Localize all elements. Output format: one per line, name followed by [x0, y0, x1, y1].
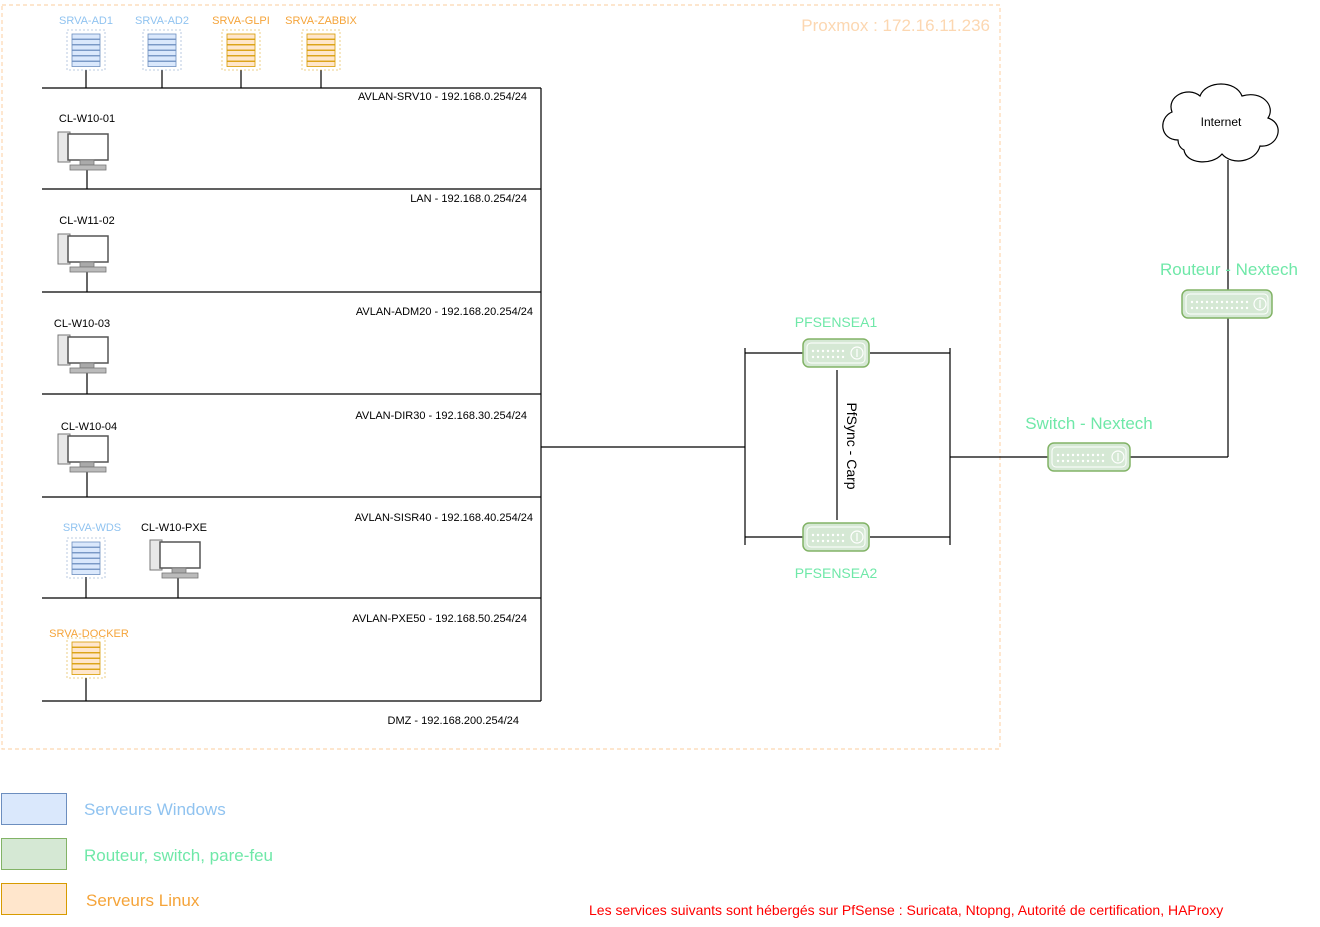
server-icon [66, 637, 106, 679]
server-label-srva-wds: SRVA-WDS [63, 522, 121, 534]
server-icon [66, 537, 106, 579]
vlan-label-lan: LAN - 192.168.0.254/24 [410, 193, 527, 205]
vlan-bus-lines [42, 87, 542, 702]
vlan-label-dir30: AVLAN-DIR30 - 192.168.30.254/24 [355, 410, 527, 422]
legend-label-network: Routeur, switch, pare-feu [84, 846, 273, 865]
client-label-cl-w10-03: CL-W10-03 [54, 318, 110, 330]
legend-swatch-linux [1, 883, 67, 915]
desktop-pc-icon [57, 233, 109, 273]
vlan-label-adm20: AVLAN-ADM20 - 192.168.20.254/24 [356, 306, 533, 318]
servers-layer [66, 29, 341, 679]
pfsync-label: PfSync - Carp [844, 402, 860, 489]
desktop-pc-icon [57, 131, 109, 171]
internet-label: Internet [1201, 115, 1242, 129]
router-icon [1181, 289, 1273, 319]
proxmox-container [1, 4, 1001, 750]
firewall-label-pfsensea1: PFSENSEA1 [795, 314, 878, 330]
router-label: Routeur - Nextech [1160, 260, 1298, 279]
clients-layer [57, 131, 201, 579]
firewall-icon [802, 522, 870, 552]
proxmox-label: Proxmox : 172.16.11.236 [801, 16, 990, 35]
services-note: Les services suivants sont hébergés sur … [589, 902, 1224, 918]
server-icon [301, 29, 341, 71]
legend-swatch-windows [1, 793, 67, 825]
server-label-srva-docker: SRVA-DOCKER [49, 628, 129, 640]
switch-icon [1047, 442, 1131, 472]
cloud-icon [1162, 83, 1279, 163]
server-icon [66, 29, 106, 71]
client-label-cl-w10-pxe: CL-W10-PXE [141, 522, 207, 534]
server-label-srva-ad1: SRVA-AD1 [59, 15, 113, 27]
vlan-label-srv10: AVLAN-SRV10 - 192.168.0.254/24 [358, 91, 527, 103]
client-label-cl-w10-04: CL-W10-04 [61, 421, 117, 433]
device-links [85, 70, 322, 701]
legend-label-windows: Serveurs Windows [84, 800, 226, 819]
vlan-label-dmz: DMZ - 192.168.200.254/24 [388, 715, 519, 727]
client-label-cl-w10-01: CL-W10-01 [59, 113, 115, 125]
desktop-pc-icon [57, 334, 109, 374]
vlan-label-pxe50: AVLAN-PXE50 - 192.168.50.254/24 [352, 613, 527, 625]
client-label-cl-w11-02: CL-W11-02 [59, 215, 114, 227]
server-label-srva-zabbix: SRVA-ZABBIX [285, 15, 357, 27]
legend-label-linux: Serveurs Linux [86, 891, 200, 910]
network-devices-layer [802, 289, 1273, 552]
firewall-icon [802, 338, 870, 368]
legend-swatch-network [1, 838, 67, 870]
desktop-pc-icon [57, 433, 109, 473]
desktop-pc-icon [149, 539, 201, 579]
server-icon [221, 29, 261, 71]
server-label-srva-ad2: SRVA-AD2 [135, 15, 189, 27]
vlan-label-sisr40: AVLAN-SISR40 - 192.168.40.254/24 [355, 512, 533, 524]
firewall-label-pfsensea2: PFSENSEA2 [795, 565, 878, 581]
server-icon [142, 29, 182, 71]
switch-label: Switch - Nextech [1025, 414, 1153, 433]
firewall-links [541, 160, 1229, 545]
server-label-srva-glpi: SRVA-GLPI [212, 15, 270, 27]
